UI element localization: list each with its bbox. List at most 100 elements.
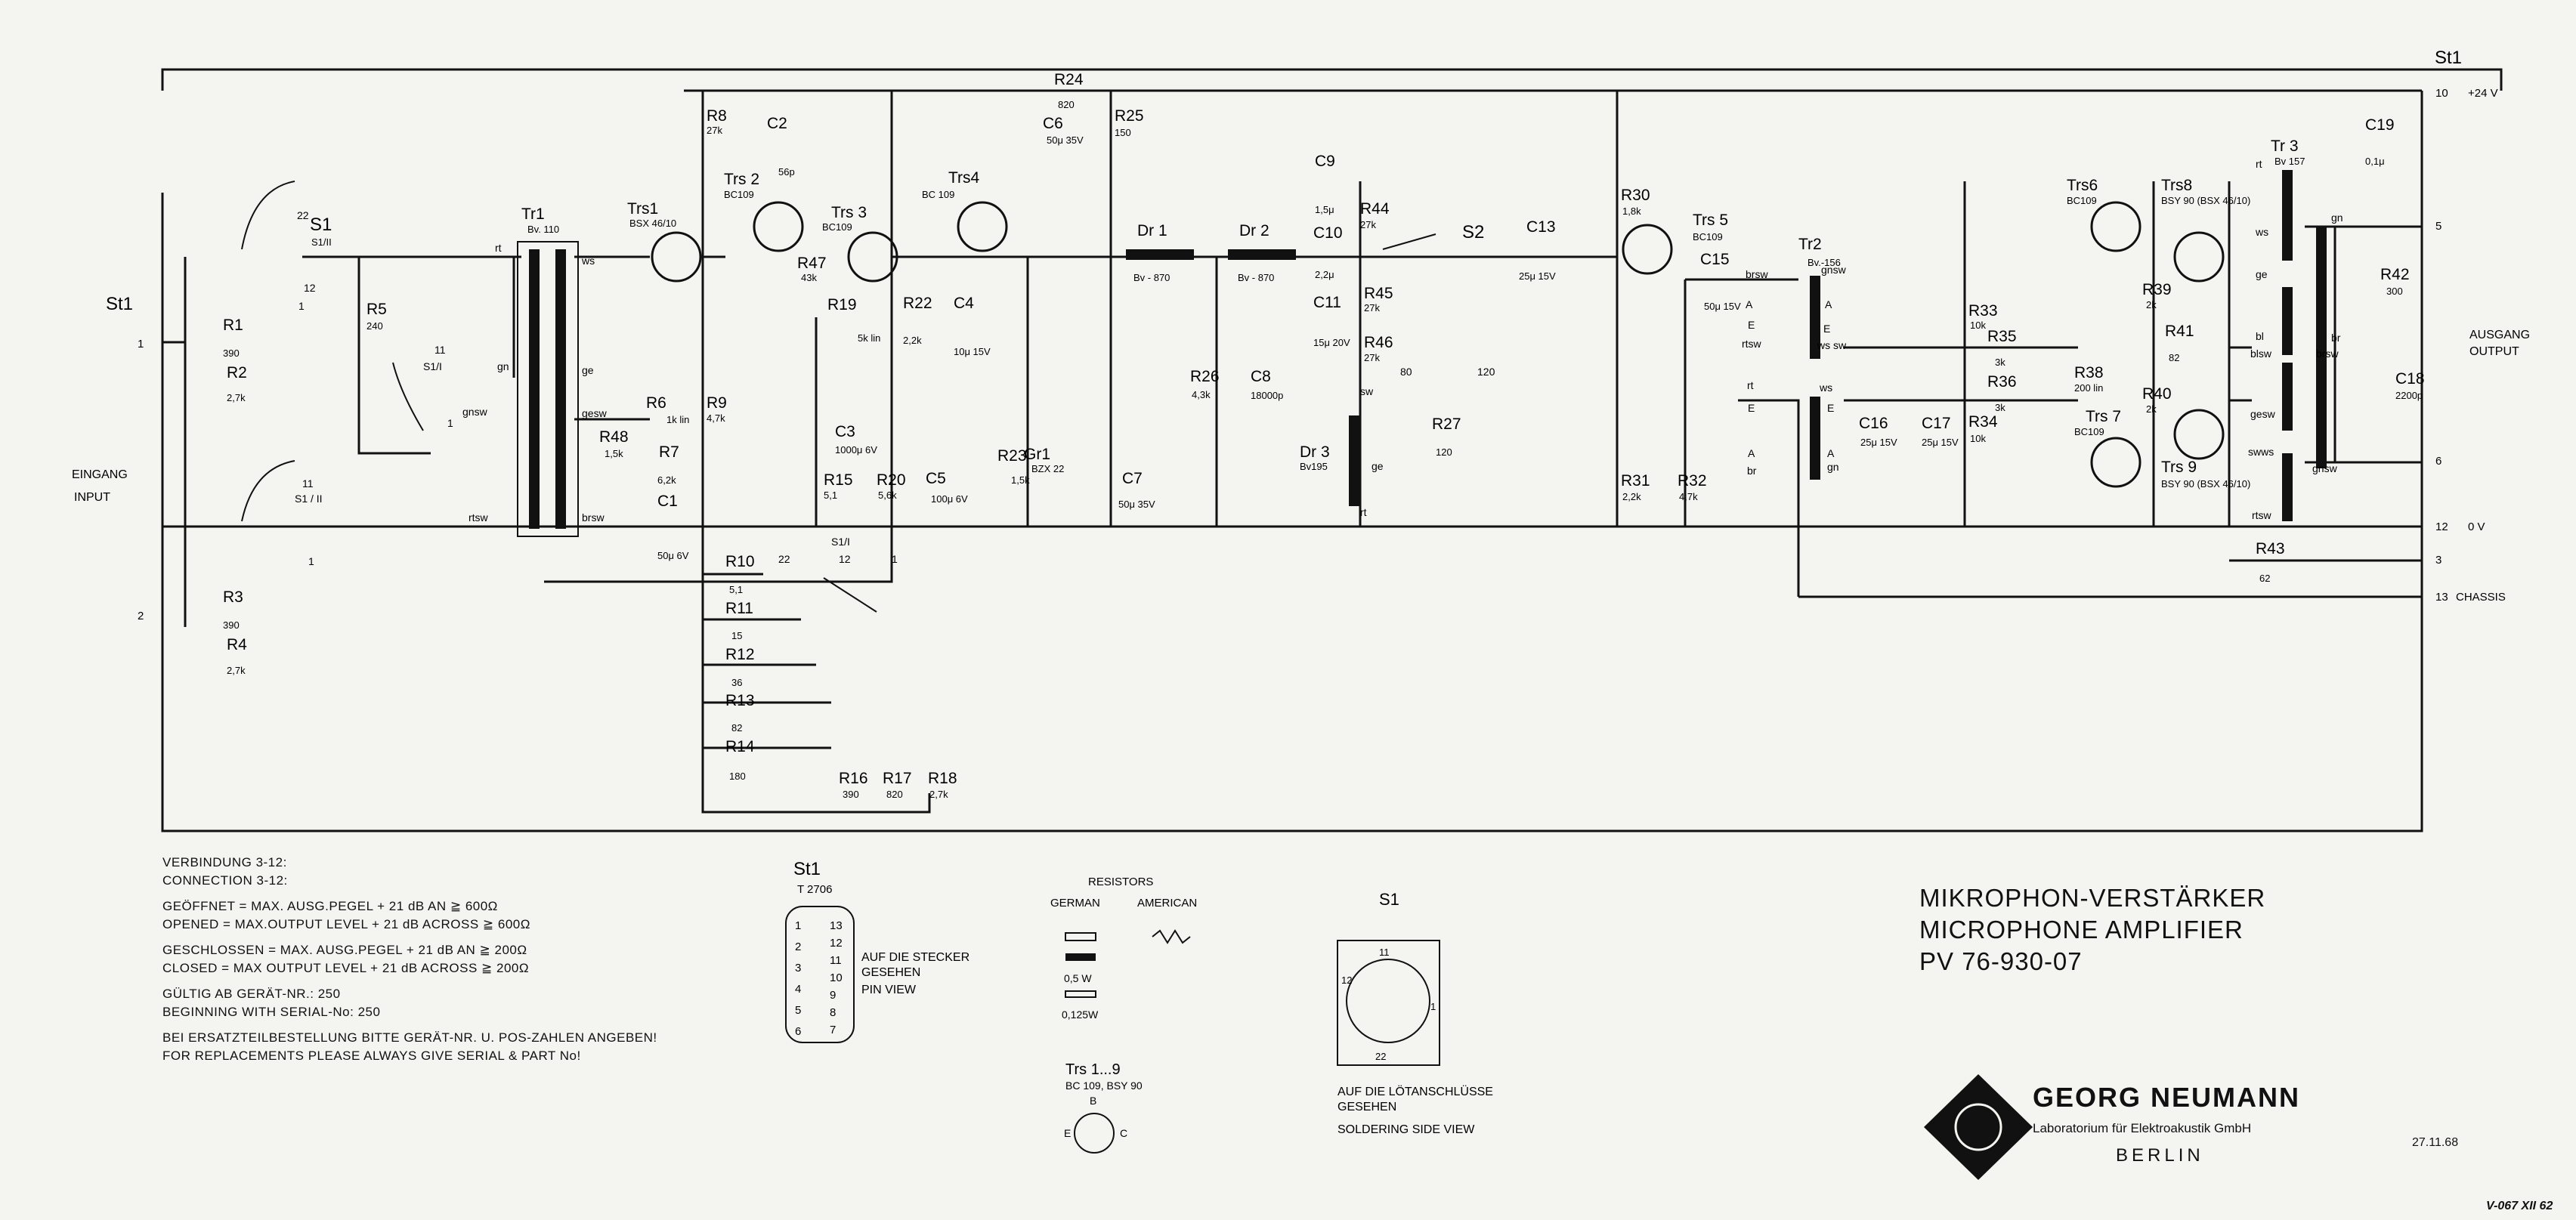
winding-tr2-gn: gn [1827,461,1839,473]
american-resistor-symbol [1152,929,1191,944]
s1-arc [241,181,295,250]
value-R33: 10k [1970,320,1986,331]
neumann-logo-diamond [1924,1074,2033,1180]
switches [241,181,1436,613]
trs5-symbol [1622,224,1673,275]
label-C15: C15 [1700,251,1730,268]
tr3-bar1 [2282,170,2293,261]
value-C17: 25μ 15V [1922,437,1959,448]
winding-tr2-rtsw: rtsw [1742,338,1762,350]
value-R4: 2,7k [227,665,246,676]
value-C8: 18000p [1251,390,1283,401]
input-label-en: INPUT [74,491,110,504]
input-label-de: EINGANG [72,468,128,481]
label-R31: R31 [1621,472,1650,490]
label-R3: R3 [223,588,243,606]
transistors [651,201,2225,488]
value-C1: 50μ 6V [657,550,689,561]
label-S1-II-upper: S1/II [311,236,332,248]
note-line: CONNECTION 3-12: [162,873,288,888]
s1-view-22: 22 [1375,1051,1386,1062]
german-resistor-05w [1065,953,1096,961]
pin-10: 10 [2435,87,2448,100]
notes-block: VERBINDUNG 3-12: CONNECTION 3-12: GEÖFFN… [162,854,782,1065]
pin-10-voltage: +24 V [2468,87,2498,100]
company-block: GEORG NEUMANN Laboratorium für Elektroak… [2033,1082,2300,1166]
winding-tr2-A1: A [1746,298,1753,310]
label-R13: R13 [725,692,755,709]
label-R48: R48 [599,428,629,446]
dr2-core [1228,249,1296,260]
note-line: BEI ERSATZTEILBESTELLUNG BITTE GERÄT-NR.… [162,1030,657,1045]
value-R36: 3k [1995,402,2005,413]
value-R31: 2,2k [1622,491,1641,502]
st1-view-text-1: AUF DIE STECKER [861,951,969,964]
st1-pin-numbers: 1 2 3 4 5 6 13 12 11 10 9 8 7 [795,919,843,1038]
tr3-secondary-bar [2316,227,2327,468]
st1-right-pin-8: 8 [830,1006,836,1019]
label-C1: C1 [657,493,678,510]
dr1-core [1126,249,1194,260]
value-R18: 2,7k [929,789,948,800]
pin-2: 2 [138,610,144,622]
value-Gr1: BZX 22 [1031,463,1064,474]
label-R44: R44 [1360,200,1390,218]
st1-left-pin-1: 1 [795,919,801,932]
value-R3: 390 [223,619,240,631]
label-Gr1: Gr1 [1024,446,1050,463]
value-R40: 2k [2146,403,2157,415]
value-C9: 1,5μ [1315,204,1334,215]
trs7-symbol [2090,437,2142,488]
winding-dr3-sw: sw [1360,385,1374,397]
resistors-american: AMERICAN [1137,897,1197,910]
s1-line [302,255,515,455]
value-R39: 2k [2146,299,2157,310]
value-Trs3: BC109 [822,221,852,233]
note-line: VERBINDUNG 3-12: [162,855,287,869]
label-C4: C4 [954,295,974,312]
component-labels: St1 St1 EINGANG INPUT AUSGANG OUTPUT 1 2… [72,48,2530,800]
st1-left-pin-4: 4 [795,983,801,996]
label-C16: C16 [1859,415,1888,432]
winding-tr1-ws: ws [581,255,595,267]
value-R6: 1k lin [666,414,689,425]
st1-view-text-3: PIN VIEW [861,984,917,996]
switch-pos-s1-12: 12 [304,282,316,294]
output-label-en: OUTPUT [2469,345,2519,358]
value-C6: 50μ 35V [1047,134,1084,146]
s1-view-12: 12 [1341,974,1352,986]
stage1-bias [701,91,931,814]
label-C10: C10 [1313,224,1343,242]
winding-tr1-gn: gn [497,360,509,372]
label-C2: C2 [767,115,787,132]
winding-tr2-E2: E [1748,402,1755,414]
value-R45: 27k [1364,302,1380,313]
value-R27: 120 [1436,446,1452,458]
label-Trs4: Trs4 [948,169,980,187]
switch-pos-s1-1: 1 [298,300,305,312]
label-R40: R40 [2142,385,2172,403]
label-Tr1: Tr1 [521,205,545,223]
st1-left-pin-6: 6 [795,1025,801,1038]
trs-pinout-symbol [1074,1113,1115,1154]
st1-left-pin-5: 5 [795,1004,801,1017]
label-R18: R18 [928,770,957,787]
winding-tr1-rt: rt [495,242,502,254]
tr3-links [2228,181,2252,527]
label-C11: C11 [1313,294,1341,311]
value-Trs1: BSX 46/10 [629,218,676,229]
value-R16: 390 [843,789,859,800]
title-line-model: PV 76-930-07 [1919,947,2083,975]
value-R32: 4,7k [1679,491,1698,502]
trs2-symbol [753,201,804,252]
dr3-core [1349,415,1359,506]
value-R17: 820 [886,789,903,800]
label-C13: C13 [1526,218,1556,236]
label-R24: R24 [1054,71,1084,88]
value-Trs4: BC 109 [922,189,954,200]
value-C7: 50μ 35V [1118,499,1155,510]
label-R20: R20 [877,471,906,489]
st1-left-pin-3: 3 [795,962,801,974]
winding-tr3-swws: swws [2248,446,2274,458]
s1-view-name: S1 [1379,890,1399,909]
